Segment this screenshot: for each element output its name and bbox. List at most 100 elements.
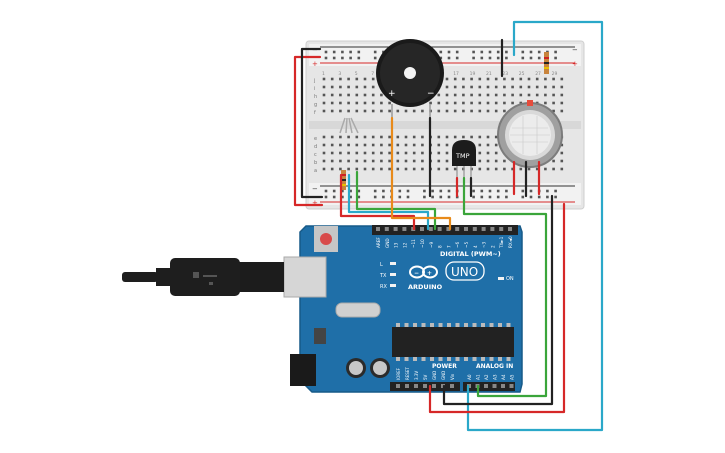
digital-header-label: DIGITAL (PWM~) [440,250,501,258]
column-number: 17 [453,71,459,77]
usb-port [283,256,327,298]
analog-pin-label: A0 [467,374,472,380]
digital-pin[interactable] [393,227,398,231]
digital-pin-label: 2 [490,245,495,248]
analog-pin[interactable] [501,384,505,388]
power-pin-label: GND [432,371,437,380]
buzzer-minus-label: − [427,89,435,99]
wire-red-pin11 [339,173,416,231]
digital-pin-label: ~11 [411,239,416,248]
digital-pin[interactable] [402,227,407,231]
power-pin-label: 5V [423,374,428,380]
analog-pin[interactable] [509,384,514,388]
power-pin-label: Vin [450,373,455,380]
digital-pin[interactable] [446,227,451,231]
column-number: 21 [486,71,492,77]
voltage-regulator [314,328,326,344]
digital-pin[interactable] [455,227,460,231]
digital-pin-label: 12 [402,242,407,248]
digital-pin-label: 4 [473,245,478,248]
digital-pin[interactable] [464,227,468,231]
wire-red-5v [428,202,566,414]
digital-pin[interactable] [481,227,486,231]
column-number: 25 [519,71,525,77]
row-label-e: e [314,136,317,142]
digital-pin-label: AREF [376,237,381,248]
wires [293,20,604,432]
digital-pin-label: 8 [438,245,443,248]
digital-pin[interactable] [376,227,380,231]
wire-green-tmp-a1 [462,176,548,398]
digital-pin[interactable] [472,227,477,231]
digital-header [372,225,518,235]
atmega-chip [392,327,514,357]
power-pin[interactable] [414,384,418,388]
row-label-f: f [314,110,316,116]
rail-plus-label-bottom: + [312,199,318,207]
digital-pin-label: 7 [446,245,451,248]
digital-pin-label: 13 [394,242,399,248]
power-pin-label: RESET [405,367,410,380]
temperature-sensor: TMP [452,140,476,178]
row-label-j: j [313,78,315,84]
column-number: 27 [535,71,541,77]
column-number: 1 [322,71,325,77]
center-channel [309,121,581,129]
digital-pin-label: ~5 [464,241,469,248]
digital-pin[interactable] [490,227,495,231]
digital-pin[interactable] [384,227,389,231]
analog-pin-label: A5 [510,374,515,380]
power-header-label: POWER [432,363,457,370]
arduino-brand-text: ARDUINO [408,283,443,291]
digital-pin[interactable] [428,227,433,231]
digital-pin-label: ~3 [482,241,487,248]
rail-plus-label-right: + [572,60,578,68]
piezo-buzzer: + − [376,39,444,118]
power-pin-label: IOREF [396,367,401,380]
column-number: 29 [552,71,558,77]
digital-pin-label: ~6 [455,241,460,248]
row-label-d: d [314,144,317,150]
rgb-led [339,117,359,134]
rail-minus-label-right: − [572,46,578,54]
svg-text:+: + [427,270,432,277]
analog-pin-label: A4 [501,374,506,380]
column-number: 23 [502,71,508,77]
wire-blue-gas-a0 [466,20,604,432]
wire-black-left-rail [300,47,324,199]
power-pin[interactable] [405,384,409,388]
led-on-label: ON [506,276,514,282]
power-pin-label: 3.3V [414,371,419,380]
row-label-c: c [314,152,317,158]
analog-pin[interactable] [492,384,497,388]
power-pin-label: GND [441,371,446,380]
power-pin[interactable] [450,384,454,388]
wire-black-gnd [442,194,554,406]
digital-pin[interactable] [508,227,512,231]
digital-pin-label: GND [385,238,390,248]
row-label-b: b [314,160,317,166]
digital-pin[interactable] [420,227,424,231]
digital-pin[interactable] [437,227,442,231]
analog-pin-label: A2 [484,374,489,380]
digital-pin-label: ~9 [429,241,434,248]
analog-header-label: ANALOG IN [476,363,513,370]
power-pin[interactable] [423,384,427,388]
gas-sensor [497,52,563,168]
rail-plus-label: + [312,60,318,68]
analog-pin[interactable] [484,384,488,388]
analog-header [463,382,515,391]
digital-pin-label: ~10 [420,239,425,248]
analog-pin-label: A3 [493,374,498,380]
led-l-label: L [380,262,383,268]
row-label-g: g [314,102,317,108]
digital-pin[interactable] [499,227,504,231]
arduino-model-text: UNO [451,265,478,279]
svg-text:−: − [414,270,419,277]
reset-button[interactable] [320,233,332,245]
wire-red-left-rail [293,55,324,207]
power-pin[interactable] [396,384,400,388]
power-pin[interactable] [432,384,436,388]
